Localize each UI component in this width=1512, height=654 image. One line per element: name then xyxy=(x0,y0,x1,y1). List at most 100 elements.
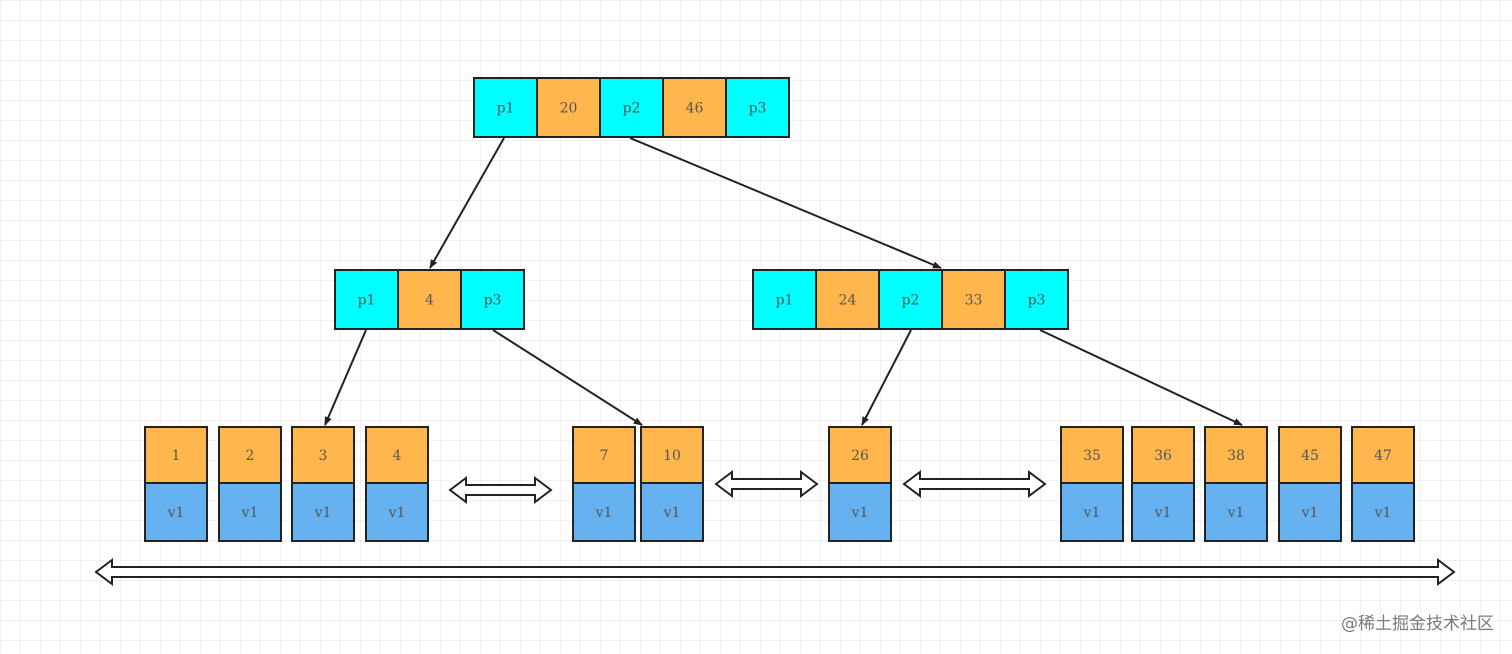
internal-node-right-pointer-cell-label: p3 xyxy=(1028,293,1046,309)
root-node: p1 20 p2 46 p3 xyxy=(473,77,790,138)
leaf-key-cell: 47 xyxy=(1351,426,1415,484)
leaf-key-cell: 2 xyxy=(218,426,282,484)
root-node-key-cell-label: 20 xyxy=(560,101,578,117)
internal-node-left-pointer-cell: p1 xyxy=(334,269,399,330)
leaf-link-double-arrow xyxy=(714,470,819,498)
tree-edge-arrow xyxy=(429,137,505,269)
leaf-value-cell-label: v1 xyxy=(388,505,406,521)
root-node-pointer-cell-box xyxy=(473,77,538,138)
root-node-pointer-cell-label: p1 xyxy=(497,101,515,117)
leaf-key-cell: 7 xyxy=(572,426,636,484)
internal-node-right-key-cell: 33 xyxy=(941,269,1006,330)
leaf-value-cell-box xyxy=(1204,482,1268,542)
leaf-value-cell-box xyxy=(1351,482,1415,542)
root-node-pointer-cell: p3 xyxy=(725,77,790,138)
leaf-node: 7 v1 10 v1 xyxy=(572,426,704,542)
internal-node-left: p1 4 p3 xyxy=(334,269,525,330)
leaf-value-cell-label: v1 xyxy=(1227,505,1245,521)
leaf-key-cell-label: 7 xyxy=(600,448,609,464)
leaf-key-cell: 36 xyxy=(1131,426,1195,484)
leaf-key-cell-label: 1 xyxy=(172,448,181,464)
internal-node-left-pointer-cell-label: p3 xyxy=(484,293,502,309)
leaf-value-cell: v1 xyxy=(291,482,355,542)
leaf-key-cell-box xyxy=(1204,426,1268,484)
leaf-value-cell-label: v1 xyxy=(1374,505,1392,521)
leaf-value-cell-label: v1 xyxy=(241,505,259,521)
leaf-key-cell-label: 4 xyxy=(393,448,402,464)
leaf-key-cell-label: 35 xyxy=(1083,448,1101,464)
internal-node-right-key-cell-box xyxy=(941,269,1006,330)
internal-node-right-pointer-cell: p3 xyxy=(1004,269,1069,330)
leaf-value-cell: v1 xyxy=(1204,482,1268,542)
leaf-value-cell-box xyxy=(572,482,636,542)
root-node-pointer-cell-label: p2 xyxy=(623,101,641,117)
leaf-value-cell: v1 xyxy=(640,482,704,542)
leaf-key-cell-label: 45 xyxy=(1301,448,1319,464)
internal-node-right-pointer-cell-label: p1 xyxy=(776,293,794,309)
leaf-value-cell-box xyxy=(828,482,892,542)
leaf-key-cell-box xyxy=(1131,426,1195,484)
root-node-key-cell-box xyxy=(662,77,727,138)
leaf-value-cell-box xyxy=(144,482,208,542)
leaf-value-cell-box xyxy=(640,482,704,542)
leaf-value-cell: v1 xyxy=(365,482,429,542)
leaf-value-cell-label: v1 xyxy=(663,505,681,521)
internal-node-right-key-cell-box xyxy=(815,269,880,330)
leaf-value-cell-label: v1 xyxy=(1154,505,1172,521)
leaf-link-double-arrow xyxy=(902,470,1047,498)
leaf-key-cell-box xyxy=(828,426,892,484)
tree-edges xyxy=(324,137,1243,426)
internal-node-right-key-cell: 24 xyxy=(815,269,880,330)
leaf-key-cell-box xyxy=(218,426,282,484)
leaf-key-cell: 10 xyxy=(640,426,704,484)
leaf-key-cell: 45 xyxy=(1278,426,1342,484)
root-node-key-cell: 20 xyxy=(536,77,601,138)
tree-edge-arrow xyxy=(1039,329,1243,426)
leaf-value-cell-box xyxy=(1131,482,1195,542)
leaf-value-cell-box xyxy=(291,482,355,542)
leaf-key-cell-label: 10 xyxy=(663,448,681,464)
leaf-key-cell: 3 xyxy=(291,426,355,484)
tree-edge-arrow xyxy=(861,329,912,426)
root-node-key-cell: 46 xyxy=(662,77,727,138)
leaf-key-cell-label: 3 xyxy=(319,448,328,464)
leaf-node: 1 v1 2 v1 3 v1 4 v1 xyxy=(144,426,429,542)
leaf-value-cell: v1 xyxy=(144,482,208,542)
leaf-value-cell-box xyxy=(365,482,429,542)
root-node-key-cell-box xyxy=(536,77,601,138)
internal-node-right-pointer-cell: p1 xyxy=(752,269,817,330)
leaf-key-cell-label: 47 xyxy=(1374,448,1392,464)
watermark: @稀土掘金技术社区 xyxy=(1341,614,1494,634)
leaf-key-cell-label: 26 xyxy=(851,448,869,464)
leaf-key-cell: 4 xyxy=(365,426,429,484)
leaf-value-cell-label: v1 xyxy=(595,505,613,521)
leaf-key-cell: 35 xyxy=(1060,426,1124,484)
leaf-value-cell-box xyxy=(1278,482,1342,542)
leaf-value-cell: v1 xyxy=(572,482,636,542)
leaf-key-cell-box xyxy=(144,426,208,484)
internal-node-left-key-cell: 4 xyxy=(397,269,462,330)
internal-node-left-key-cell-label: 4 xyxy=(425,293,434,309)
internal-node-left-pointer-cell-label: p1 xyxy=(358,293,376,309)
leaf-value-cell-box xyxy=(1060,482,1124,542)
root-node-pointer-cell-box xyxy=(599,77,664,138)
leaf-value-cell-label: v1 xyxy=(1083,505,1101,521)
internal-node-right-pointer-cell: p2 xyxy=(878,269,943,330)
root-node-pointer-cell-label: p3 xyxy=(749,101,767,117)
root-node-pointer-cell: p2 xyxy=(599,77,664,138)
tree-edge-arrow xyxy=(324,329,367,426)
leaf-link-double-arrow xyxy=(448,476,553,504)
leaf-value-cell-box xyxy=(218,482,282,542)
leaf-value-cell: v1 xyxy=(1060,482,1124,542)
internal-node-left-pointer-cell: p3 xyxy=(460,269,525,330)
leaf-key-cell-box xyxy=(1351,426,1415,484)
leaf-value-cell-label: v1 xyxy=(1301,505,1319,521)
leaf-value-cell-label: v1 xyxy=(314,505,332,521)
leaf-key-cell-label: 2 xyxy=(246,448,255,464)
leaf-value-cell-label: v1 xyxy=(167,505,185,521)
root-node-pointer-cell: p1 xyxy=(473,77,538,138)
internal-node-left-pointer-cell-box xyxy=(460,269,525,330)
leaf-key-cell-label: 36 xyxy=(1154,448,1172,464)
